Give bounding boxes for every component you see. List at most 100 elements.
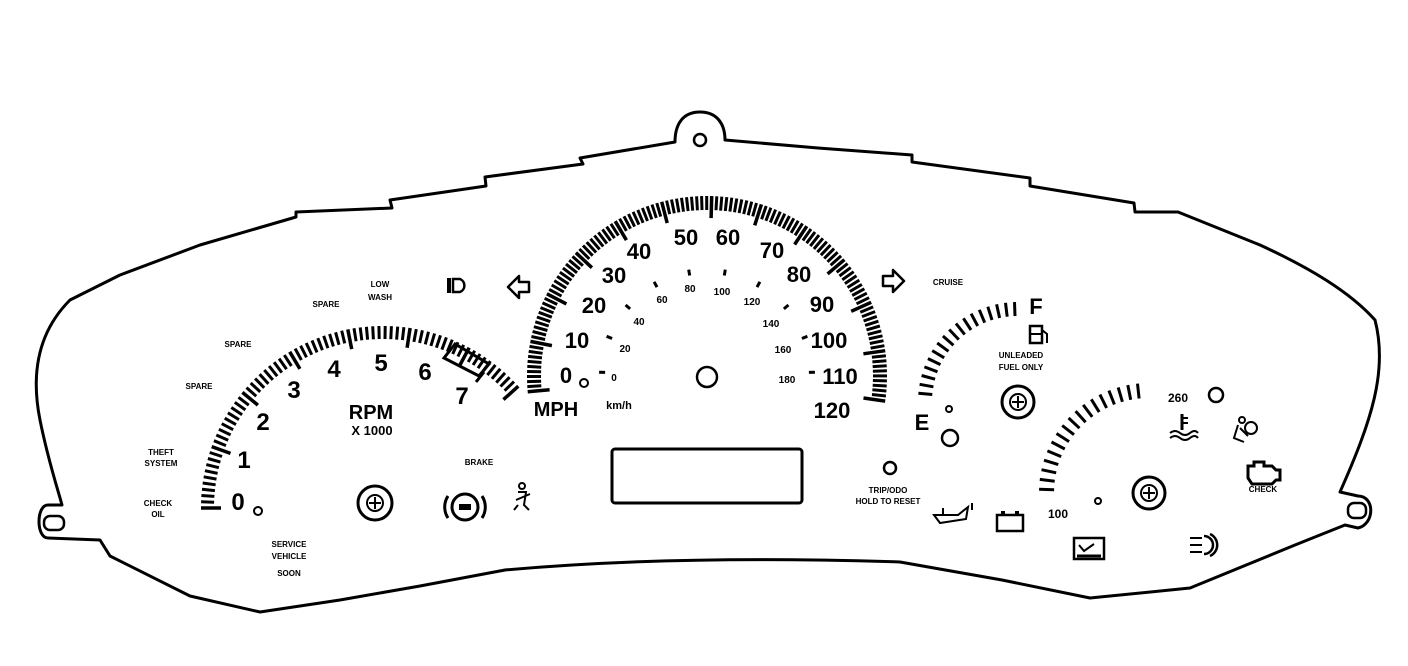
temp-low-dot (1094, 497, 1102, 505)
speedometer-tick (753, 203, 764, 226)
tachometer-tick (440, 336, 448, 351)
tachometer-tick (503, 380, 516, 392)
tach-zero-dot (253, 506, 263, 516)
speedometer-tick (609, 222, 620, 237)
speedometer-tick (562, 266, 575, 278)
tachometer-tick (346, 329, 354, 350)
service-vehicle-soon-line1: SERVICE (272, 540, 308, 549)
tachometer-tick (277, 357, 288, 371)
tachometer-tick (358, 327, 364, 341)
tachometer-tick (249, 381, 262, 393)
speedometer-tick (789, 220, 800, 234)
indicator-cruise: CRUISE (933, 278, 964, 287)
speedometer-kmh-tick (606, 334, 613, 340)
tachometer-tick (471, 353, 482, 366)
speedometer-tick (589, 237, 601, 251)
indicator-check-engine: CHECK (1249, 485, 1278, 494)
tachometer-tick (211, 444, 232, 456)
speedometer-tick (723, 196, 729, 212)
seatbelt-icon (513, 482, 531, 511)
mph-label-40: 40 (627, 239, 651, 264)
speedometer-tick (823, 247, 836, 260)
fuel-gauge-adjust-knob[interactable] (1000, 384, 1036, 420)
speedometer-tick (527, 384, 542, 389)
speedometer-tick (527, 364, 542, 369)
speedometer-tick (838, 266, 852, 278)
tachometer-tick (328, 333, 335, 347)
speedometer-tick (781, 215, 791, 230)
temp-warning-lamp (1207, 386, 1225, 404)
speedometer: 0 10 20 30 40 50 60 70 80 90 100 110 120… (527, 196, 887, 423)
tachometer-adjust-knob[interactable] (356, 484, 394, 522)
tachometer-tick (245, 386, 258, 398)
speedometer-kmh-tick (687, 269, 692, 276)
speedometer-unit-kmh: km/h (606, 400, 632, 412)
tachometer-multiplier: X 1000 (351, 423, 392, 438)
trip-odo-reset-button[interactable] (882, 460, 898, 476)
speedometer-tick (631, 211, 641, 226)
tachometer-tick (334, 331, 341, 346)
speedometer-kmh-ticks (599, 269, 815, 374)
fuel-gauge-tick (962, 317, 973, 331)
tachometer-tick (502, 384, 520, 401)
mph-zero-dot (579, 378, 589, 388)
indicator-spare-3: SPARE (313, 300, 341, 309)
tachometer-tick (499, 376, 511, 388)
speedometer-kmh-tick (755, 281, 762, 288)
tachometer-tick (495, 371, 507, 384)
fuel-gauge-tick (948, 328, 960, 341)
speedometer-tick (760, 205, 768, 220)
tachometer-tick (201, 487, 216, 493)
low-wash-line1: LOW (371, 280, 390, 289)
speedometer-tick (849, 283, 863, 293)
speedometer-tick (685, 197, 690, 212)
theft-system-line1: THEFT (148, 448, 174, 457)
speedometer-tick (531, 335, 546, 341)
temp-gauge-tick (1046, 449, 1062, 458)
service-vehicle-soon-line2: VEHICLE (272, 552, 307, 561)
temp-label-low: 100 (1048, 507, 1068, 521)
speedometer-tick (553, 279, 567, 290)
kmh-label-140: 140 (763, 319, 780, 330)
fuel-gauge-tick (954, 322, 966, 336)
speedometer-tick (871, 354, 887, 359)
speedometer-tick (636, 209, 645, 224)
speedometer-tick (737, 199, 744, 214)
tachometer-tick (304, 342, 314, 356)
kmh-label-40: 40 (633, 317, 645, 328)
fuel-gauge-tick (995, 303, 1002, 319)
tachometer-tick (207, 457, 221, 464)
speedometer-tick (764, 207, 773, 222)
tachometer-tick (202, 481, 216, 487)
mph-label-60: 60 (716, 225, 740, 250)
speedometer-tick (733, 198, 739, 213)
low-wash-line2: WASH (368, 293, 392, 302)
fuel-gauge-tick (941, 334, 955, 347)
speedometer-tick (548, 288, 563, 298)
check-engine-icon (1246, 460, 1282, 486)
speedometer-tick (578, 247, 591, 260)
tachometer: 0 1 2 3 4 5 6 7 RPM X 1000 (201, 325, 520, 522)
speedometer-tick (864, 319, 879, 327)
indicator-check-oil: CHECK OIL (144, 499, 173, 519)
temp-gauge-tick (1067, 416, 1081, 430)
speedometer-tick (690, 196, 695, 211)
mph-label-100: 100 (811, 328, 848, 353)
speedometer-tick (793, 225, 809, 246)
speedometer-tick (645, 205, 654, 220)
tachometer-tick (258, 373, 270, 385)
temp-gauge-tick (1055, 432, 1070, 443)
kmh-label-0: 0 (611, 373, 617, 384)
tachometer-tick (476, 356, 487, 370)
temp-gauge-adjust-knob[interactable] (1131, 475, 1167, 511)
speedometer-tick (527, 354, 543, 360)
speedometer-tick (527, 359, 542, 364)
indicator-low-wash: LOW WASH (368, 280, 392, 302)
kmh-label-80: 80 (684, 284, 696, 295)
tachometer-redline-mark (474, 371, 486, 383)
speedometer-tick (622, 215, 632, 230)
tach-label-2: 2 (256, 409, 269, 436)
speedometer-tick (709, 196, 714, 219)
temp-gauge-tick (1098, 393, 1108, 409)
speedometer-tick (859, 305, 874, 314)
